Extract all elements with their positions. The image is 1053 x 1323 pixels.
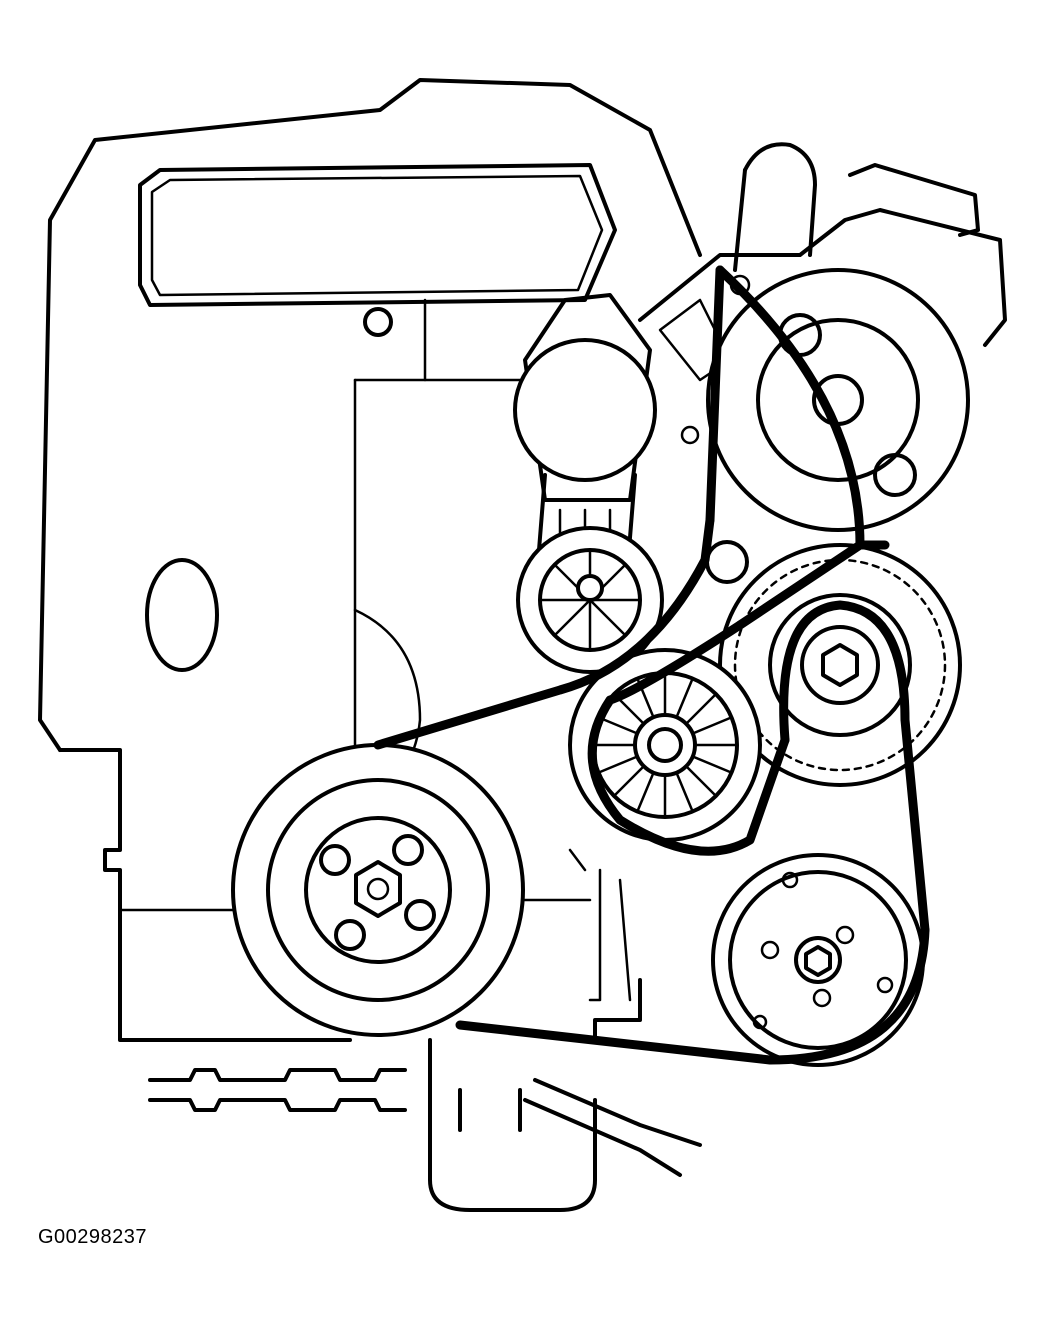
alternator-pulley (706, 268, 970, 532)
bracket-bolt (705, 540, 749, 584)
serpentine-belt (373, 265, 930, 1065)
oil-pan-and-lines (148, 848, 702, 1212)
block-bolt-hole (363, 307, 393, 337)
idler-pulley-upper (516, 526, 664, 674)
ac-compressor-pulley (711, 853, 925, 1067)
figure-id: G00298237 (38, 1226, 148, 1248)
block-oval-opening (145, 558, 219, 672)
valve-cover-window (138, 163, 617, 307)
engine-block-outline (38, 78, 702, 1042)
crankshaft-pulley (231, 743, 525, 1037)
